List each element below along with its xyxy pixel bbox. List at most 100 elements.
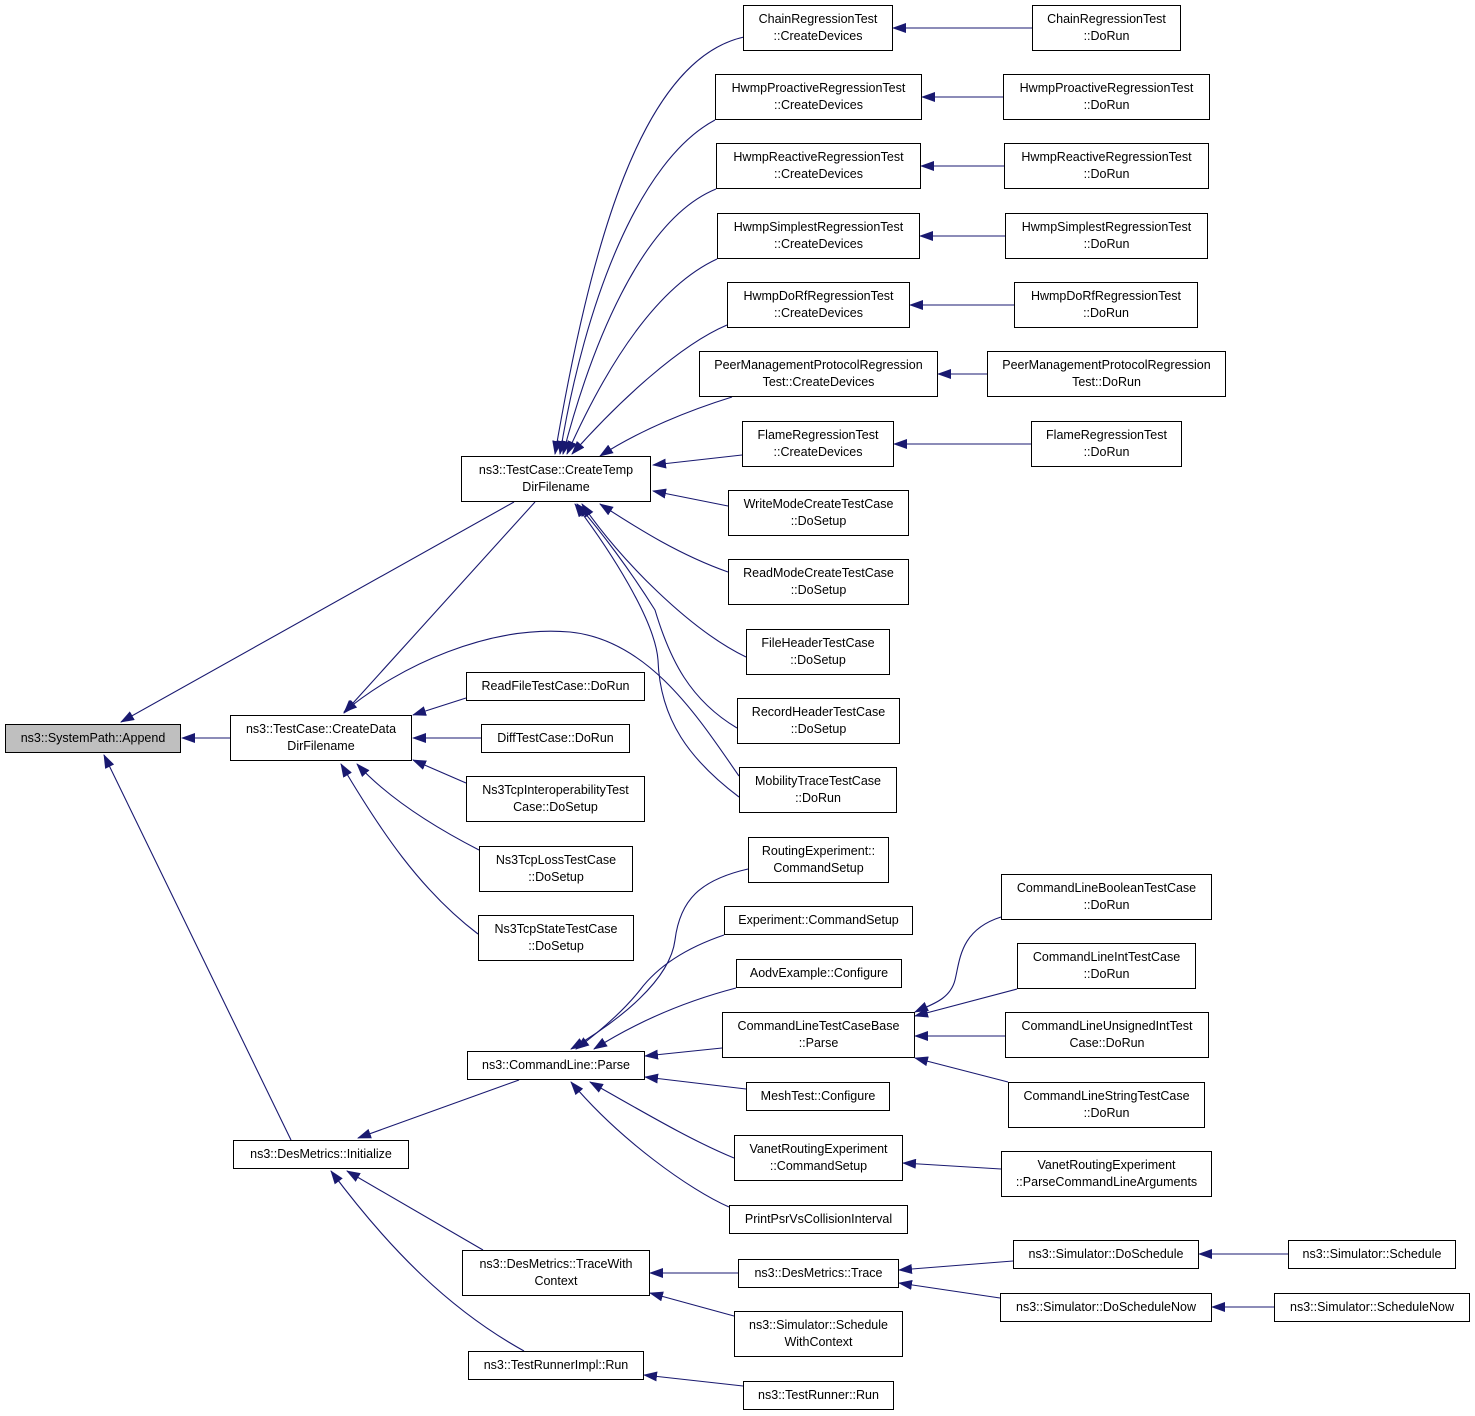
node-label-line: ns3::DesMetrics::TraceWith <box>479 1257 633 1271</box>
node-ns3tcpstatetestcase-dosetup[interactable]: Ns3TcpStateTestCase::DoSetup <box>478 915 634 961</box>
node-label-line: ReadModeCreateTestCase <box>743 566 894 580</box>
node-label-line: RecordHeaderTestCase <box>751 705 886 719</box>
node-label-line: Case::DoSetup <box>513 800 598 814</box>
node-hwmpreactive-dorun[interactable]: HwmpReactiveRegressionTest::DoRun <box>1004 143 1209 189</box>
call-edge-arrow <box>346 1170 484 1251</box>
call-edge-arrow <box>914 916 1002 1013</box>
node-simulator-schedule[interactable]: ns3::Simulator::Schedule <box>1288 1240 1456 1269</box>
node-hwmpproactive-dorun[interactable]: HwmpProactiveRegressionTest::DoRun <box>1003 74 1210 120</box>
node-label-line: ::DoSetup <box>790 514 847 528</box>
call-edge-arrow <box>412 697 467 716</box>
call-edge-arrow <box>898 1260 1014 1274</box>
node-simulator-schedulenow[interactable]: ns3::Simulator::ScheduleNow <box>1274 1293 1470 1322</box>
call-edge-arrow <box>581 503 747 658</box>
call-edge-arrow <box>570 868 749 1050</box>
node-fileheadertestcase-dosetup[interactable]: FileHeaderTestCase::DoSetup <box>746 629 890 675</box>
node-mobilitytracetestcase-dorun[interactable]: MobilityTraceTestCase::DoRun <box>739 767 897 813</box>
node-label-line: FlameRegressionTest <box>757 428 879 442</box>
node-label-line: PeerManagementProtocolRegression <box>714 358 923 372</box>
node-readfiletestcase-dorun[interactable]: ReadFileTestCase::DoRun <box>466 672 645 701</box>
node-label-line: ChainRegressionTest <box>1047 12 1166 26</box>
node-commandlinebooleantestcase-dorun[interactable]: CommandLineBooleanTestCase::DoRun <box>1001 874 1212 920</box>
node-commandlinetestcasebase-parse[interactable]: CommandLineTestCaseBase::Parse <box>722 1012 915 1058</box>
node-simulator-doschedule[interactable]: ns3::Simulator::DoSchedule <box>1013 1240 1199 1269</box>
call-edge-arrow <box>599 503 729 573</box>
node-aodvexample-configure[interactable]: AodvExample::Configure <box>736 959 902 988</box>
node-printpsrvscollisioninterval[interactable]: PrintPsrVsCollisionInterval <box>729 1205 908 1234</box>
node-systempath-append[interactable]: ns3::SystemPath::Append <box>5 724 181 753</box>
node-desmetrics-initialize[interactable]: ns3::DesMetrics::Initialize <box>233 1140 409 1169</box>
call-edge-arrow <box>576 503 738 729</box>
node-label-line: Test::CreateDevices <box>762 375 875 389</box>
node-recordheadertestcase-dosetup[interactable]: RecordHeaderTestCase::DoSetup <box>737 698 900 744</box>
call-edge-arrow <box>566 258 718 455</box>
node-desmetrics-trace[interactable]: ns3::DesMetrics::Trace <box>738 1259 899 1288</box>
node-label-line: CommandLineTestCaseBase <box>737 1019 900 1033</box>
node-label-line: ns3::TestRunnerImpl::Run <box>483 1358 629 1372</box>
node-label-line: ns3::TestCase::CreateTemp <box>478 463 634 477</box>
node-testrunner-run[interactable]: ns3::TestRunner::Run <box>743 1381 894 1410</box>
node-label-line: WriteModeCreateTestCase <box>743 497 894 511</box>
node-commandlineinttestcase-dorun[interactable]: CommandLineIntTestCase::DoRun <box>1017 943 1196 989</box>
node-ns3tcplosstestcase-dosetup[interactable]: Ns3TcpLossTestCase::DoSetup <box>479 846 633 892</box>
node-label-line: HwmpProactiveRegressionTest <box>731 81 906 95</box>
node-hwmpsimplest-dorun[interactable]: HwmpSimplestRegressionTest::DoRun <box>1005 213 1208 259</box>
call-edge-arrow <box>589 1081 735 1159</box>
node-label-line: ::DoSetup <box>528 870 584 884</box>
call-edge-arrow <box>644 1073 747 1090</box>
node-difftestcase-dorun[interactable]: DiffTestCase::DoRun <box>481 724 630 753</box>
node-chainregressiontest-dorun[interactable]: ChainRegressionTest::DoRun <box>1032 5 1181 51</box>
node-label-line: ::DoRun <box>1083 98 1130 112</box>
node-writemodecreatetestcase-dosetup[interactable]: WriteModeCreateTestCase::DoSetup <box>728 490 909 536</box>
node-simulator-doschedulenow[interactable]: ns3::Simulator::DoScheduleNow <box>1000 1293 1212 1322</box>
node-label-line: HwmpDoRfRegressionTest <box>1030 289 1182 303</box>
node-vanetroutingexperiment-commandsetup[interactable]: VanetRoutingExperiment::CommandSetup <box>734 1135 903 1181</box>
call-edge-arrow <box>644 1047 723 1060</box>
node-label-line: ::Parse <box>798 1036 839 1050</box>
node-label-line: AodvExample::Configure <box>749 966 889 980</box>
node-hwmpdorf-dorun[interactable]: HwmpDoRfRegressionTest::DoRun <box>1014 282 1198 328</box>
node-hwmpdorf-createdevices[interactable]: HwmpDoRfRegressionTest::CreateDevices <box>727 282 910 328</box>
node-label-line: ns3::Simulator::DoSchedule <box>1028 1247 1184 1261</box>
node-label-line: ns3::TestCase::CreateData <box>245 722 397 736</box>
node-label-line: ::ParseCommandLineArguments <box>1015 1175 1198 1189</box>
node-label-line: ns3::Simulator::Schedule <box>749 1318 888 1332</box>
node-vanetroutingexperiment-parsecommandlinearguments[interactable]: VanetRoutingExperiment::ParseCommandLine… <box>1001 1151 1212 1197</box>
node-label-line: DirFilename <box>287 739 355 753</box>
node-testrunnerimpl-run[interactable]: ns3::TestRunnerImpl::Run <box>468 1351 644 1380</box>
node-label-line: ::DoSetup <box>790 653 846 667</box>
node-label-line: ::DoRun <box>1083 898 1130 912</box>
node-label-line: HwmpSimplestRegressionTest <box>1021 220 1192 234</box>
node-readmodecreatetestcase-dosetup[interactable]: ReadModeCreateTestCase::DoSetup <box>728 559 909 605</box>
node-flameregression-dorun[interactable]: FlameRegressionTest::DoRun <box>1031 421 1182 467</box>
node-commandlinestringtestcase-dorun[interactable]: CommandLineStringTestCase::DoRun <box>1008 1082 1205 1128</box>
node-label-line: CommandLineIntTestCase <box>1032 950 1181 964</box>
node-flameregression-createdevices[interactable]: FlameRegressionTest::CreateDevices <box>742 421 894 467</box>
node-label-line: ::DoRun <box>1083 167 1130 181</box>
node-label-line: ::DoRun <box>1083 967 1130 981</box>
node-label-line: ::CreateDevices <box>774 237 863 251</box>
node-label-line: CommandSetup <box>773 861 864 875</box>
node-label-line: CommandLineStringTestCase <box>1023 1089 1190 1103</box>
node-hwmpproactive-createdevices[interactable]: HwmpProactiveRegressionTest::CreateDevic… <box>715 74 922 120</box>
node-label-line: ::CreateDevices <box>773 29 863 43</box>
node-label-line: HwmpReactiveRegressionTest <box>1021 150 1192 164</box>
node-meshtest-configure[interactable]: MeshTest::Configure <box>746 1082 890 1111</box>
node-experiment-commandsetup[interactable]: Experiment::CommandSetup <box>724 906 913 935</box>
node-chainregressiontest-createdevices[interactable]: ChainRegressionTest::CreateDevices <box>743 5 893 51</box>
node-routingexperiment-commandsetup[interactable]: RoutingExperiment::CommandSetup <box>748 837 889 883</box>
node-label-line: ::DoSetup <box>528 939 584 953</box>
node-commandline-parse[interactable]: ns3::CommandLine::Parse <box>467 1051 645 1080</box>
node-label-line: ns3::TestRunner::Run <box>758 1388 879 1402</box>
node-hwmpreactive-createdevices[interactable]: HwmpReactiveRegressionTest::CreateDevice… <box>716 143 921 189</box>
node-hwmpsimplest-createdevices[interactable]: HwmpSimplestRegressionTest::CreateDevice… <box>717 213 920 259</box>
call-edge-arrow <box>652 488 729 507</box>
